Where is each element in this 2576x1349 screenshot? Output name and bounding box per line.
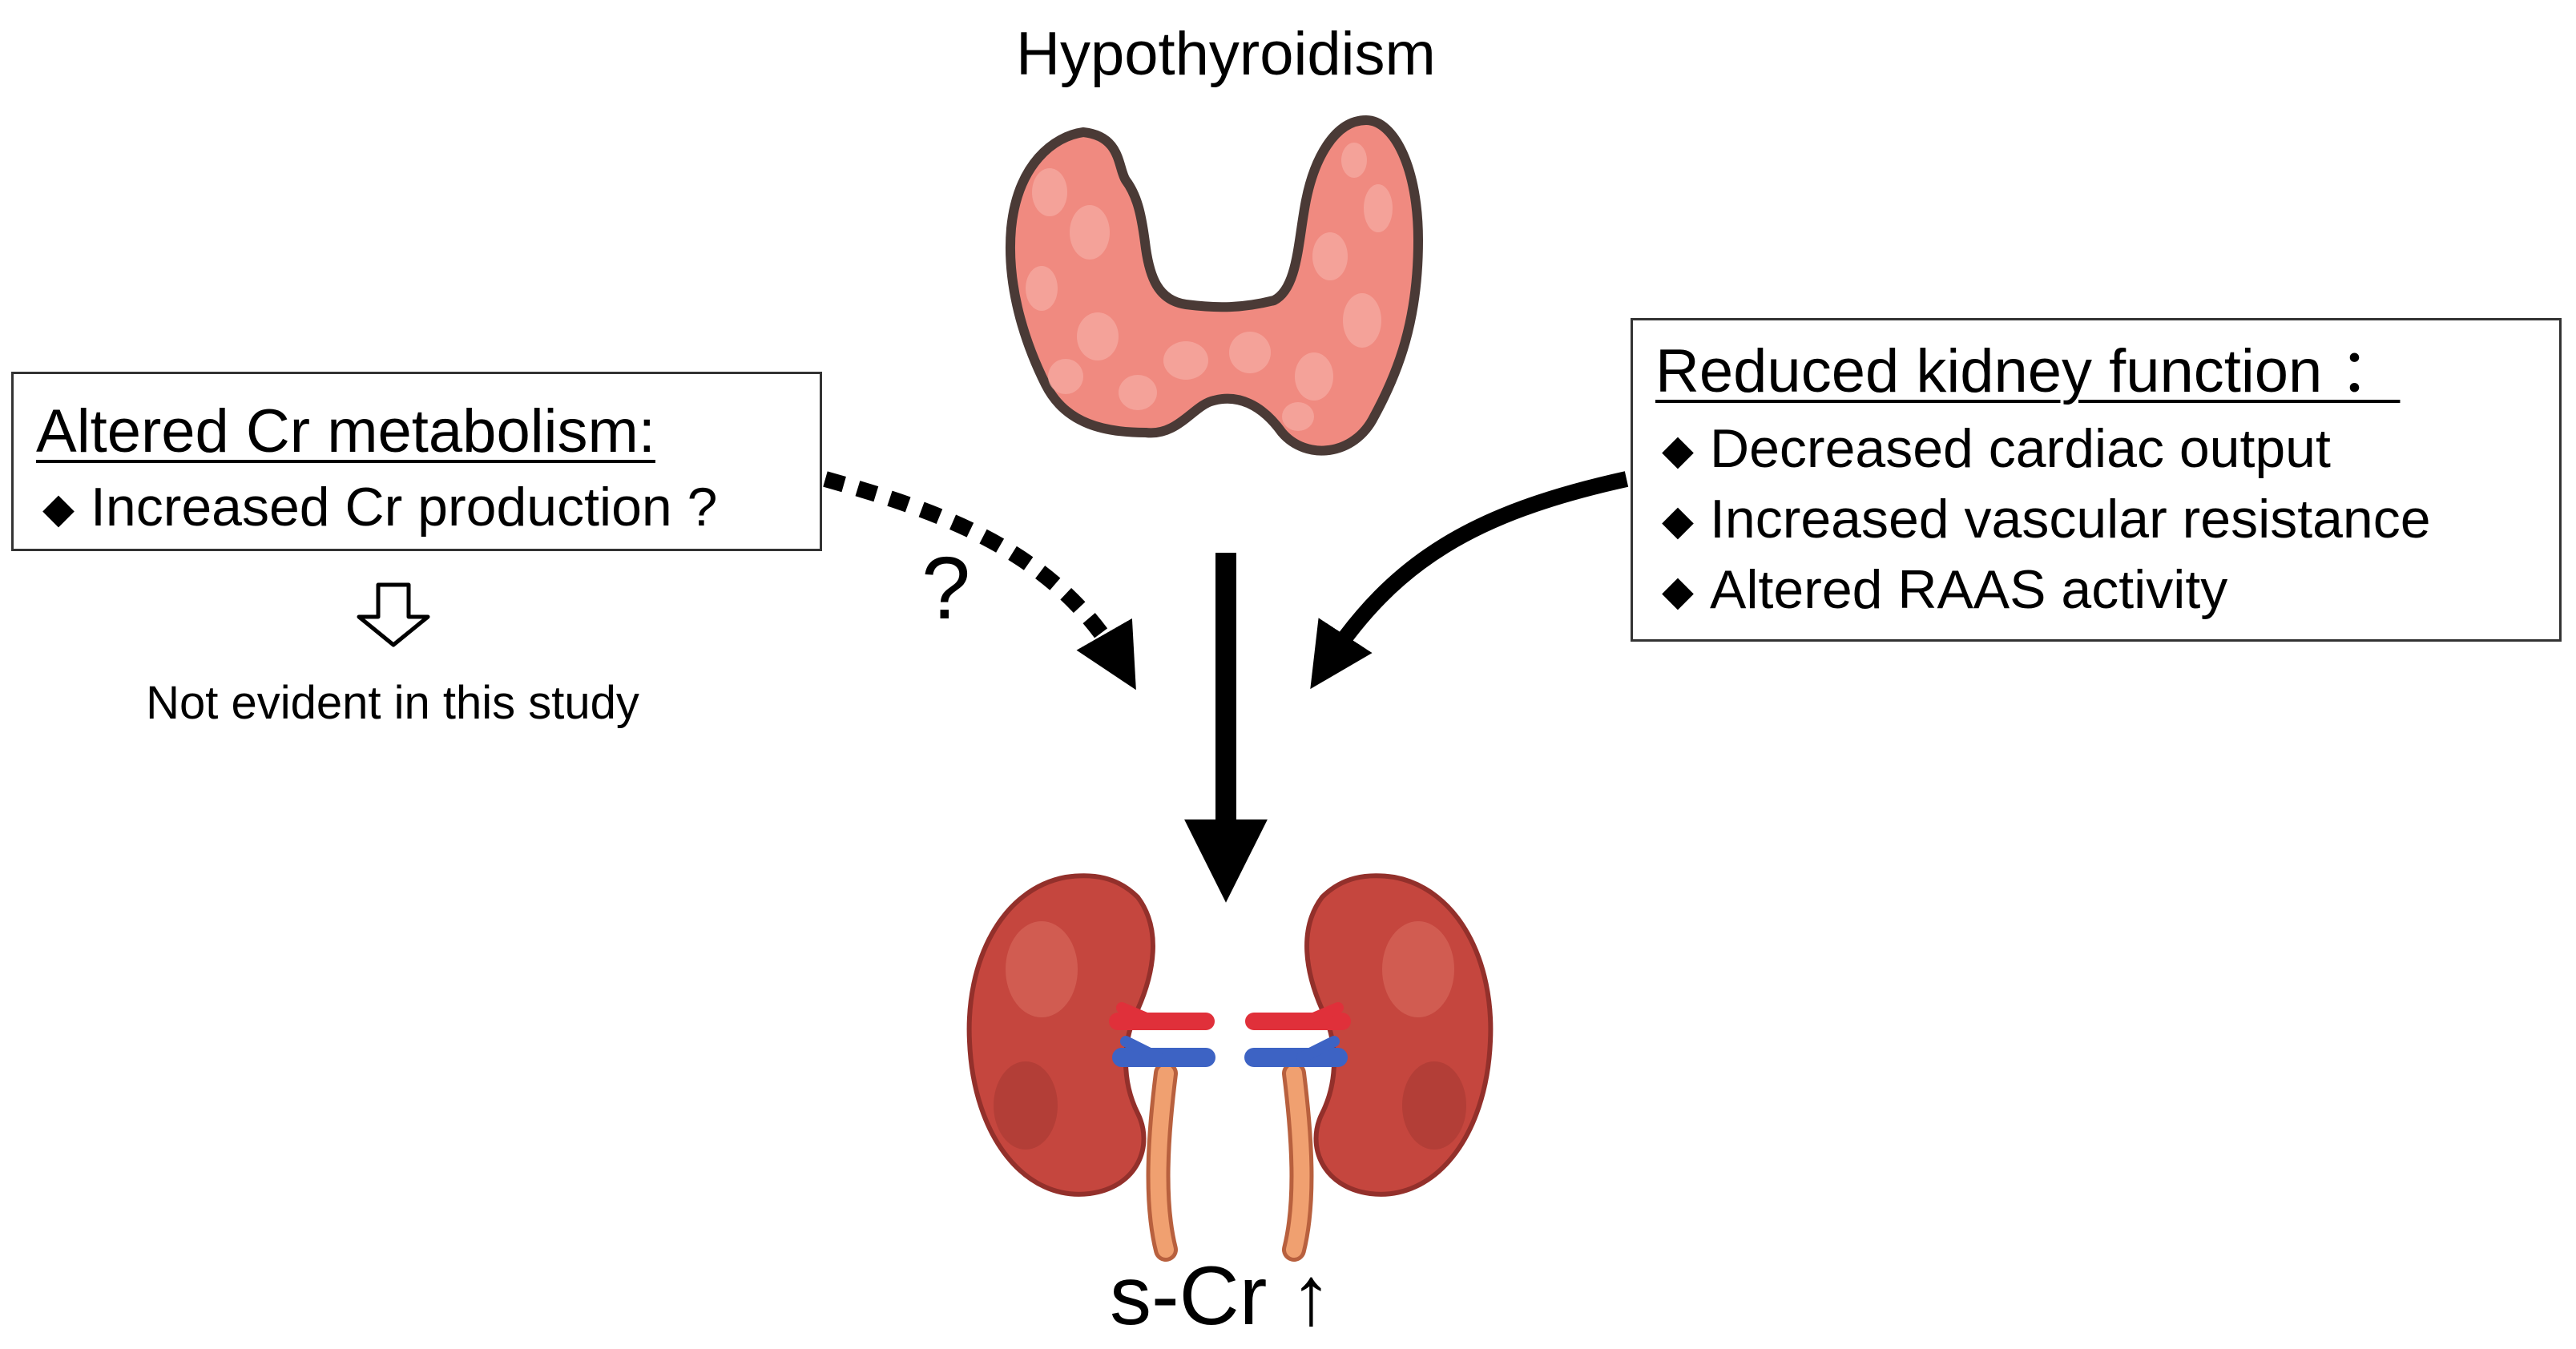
thyroid-gland-icon (1006, 115, 1423, 456)
left-box-item: ◆ Increased Cr production ? (42, 473, 717, 542)
serum-creatinine-outcome: s-Cr ↑ (1110, 1250, 1332, 1343)
left-note: Not evident in this study (146, 677, 639, 729)
hollow-down-arrow-icon (357, 582, 430, 647)
right-box-item: ◆ Increased vascular resistance (1662, 485, 2431, 554)
diamond-bullet-icon: ◆ (42, 485, 75, 532)
dotted-arrow (823, 471, 1136, 691)
left-box-item-text: Increased Cr production ? (91, 477, 718, 538)
reduced-kidney-function-box: Reduced kidney function ： ◆ Decreased car… (1631, 318, 2562, 642)
right-box-item-text: Increased vascular resistance (1710, 489, 2431, 550)
solid-arrow (1310, 471, 1629, 690)
right-box-item-text: Altered RAAS activity (1710, 559, 2228, 620)
diamond-bullet-icon: ◆ (1662, 497, 1694, 544)
right-box-item: ◆ Decreased cardiac output (1662, 415, 2331, 484)
diamond-bullet-icon: ◆ (1662, 427, 1694, 473)
right-box-item: ◆ Altered RAAS activity (1662, 556, 2227, 625)
question-mark: ? (921, 539, 971, 638)
right-kidney-icon (1244, 873, 1494, 1262)
diamond-bullet-icon: ◆ (1662, 568, 1694, 614)
right-box-heading: Reduced kidney function ： (1655, 337, 2401, 405)
diagram-title: Hypothyroidism (1016, 20, 1436, 88)
left-kidney-icon (966, 873, 1215, 1262)
right-box-item-text: Decreased cardiac output (1710, 418, 2331, 479)
left-box-heading: Altered Cr metabolism: (36, 397, 655, 465)
altered-cr-metabolism-box: Altered Cr metabolism: ◆ Increased Cr pro… (11, 372, 822, 551)
